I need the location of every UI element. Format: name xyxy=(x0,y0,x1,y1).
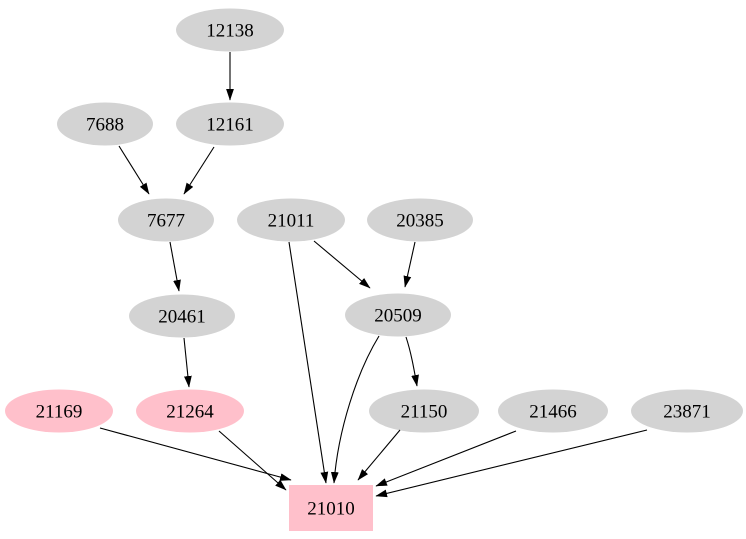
edge-23871-21010 xyxy=(375,429,648,498)
node-ellipse-shape xyxy=(367,198,473,242)
node-21466[interactable]: 21466 xyxy=(498,389,608,433)
node-ellipse-shape xyxy=(57,102,153,146)
node-ellipse-shape xyxy=(129,294,235,338)
node-box-shape xyxy=(289,485,373,531)
edge-7688-7677 xyxy=(118,145,150,195)
node-23871[interactable]: 23871 xyxy=(631,389,743,433)
node-12138[interactable]: 12138 xyxy=(176,8,284,52)
node-20509[interactable]: 20509 xyxy=(345,293,451,337)
node-label: 21466 xyxy=(529,402,577,423)
node-label: 21011 xyxy=(268,211,315,232)
node-ellipse-shape xyxy=(345,293,451,337)
edge-21264-21010 xyxy=(218,430,287,491)
node-ellipse-shape xyxy=(5,389,113,433)
edge-21011-20509 xyxy=(313,240,371,289)
node-label: 7677 xyxy=(147,211,185,232)
node-label: 7688 xyxy=(86,115,124,136)
node-label: 20509 xyxy=(374,306,422,327)
edge-21466-21010 xyxy=(375,430,517,487)
node-layer: 12138 12161 7688 7677 21011 20385 20461 20509 21… xyxy=(5,8,743,531)
node-label: 20461 xyxy=(158,307,206,328)
node-label: 20385 xyxy=(396,211,444,232)
edge-7677-20461 xyxy=(169,241,181,292)
node-20385[interactable]: 20385 xyxy=(367,198,473,242)
edge-21169-21010 xyxy=(99,427,292,481)
node-label: 12161 xyxy=(206,115,254,136)
node-label: 12138 xyxy=(206,21,254,42)
node-7677[interactable]: 7677 xyxy=(118,198,214,242)
node-7688[interactable]: 7688 xyxy=(57,102,153,146)
node-21169[interactable]: 21169 xyxy=(5,389,113,433)
node-ellipse-shape xyxy=(176,102,284,146)
node-12161[interactable]: 12161 xyxy=(176,102,284,146)
node-ellipse-shape xyxy=(237,198,345,242)
node-label: 21169 xyxy=(36,402,83,423)
node-20461[interactable]: 20461 xyxy=(129,294,235,338)
node-label: 23871 xyxy=(663,402,711,423)
edge-20509-21150 xyxy=(405,336,419,387)
node-21264[interactable]: 21264 xyxy=(136,389,244,433)
edge-20385-20509 xyxy=(403,241,416,288)
edge-20461-21264 xyxy=(183,337,192,388)
edge-21150-21010 xyxy=(357,429,401,481)
node-ellipse-shape xyxy=(631,389,743,433)
node-ellipse-shape xyxy=(369,389,479,433)
node-label: 21264 xyxy=(166,402,214,423)
edge-20509-21010 xyxy=(330,335,380,484)
edge-layer xyxy=(99,52,648,498)
node-21011[interactable]: 21011 xyxy=(237,198,345,242)
node-ellipse-shape xyxy=(498,389,608,433)
edge-12161-7677 xyxy=(183,146,215,195)
node-label: 21150 xyxy=(401,402,448,423)
node-ellipse-shape xyxy=(118,198,214,242)
node-21010[interactable]: 21010 xyxy=(289,485,373,531)
edge-21011-21010 xyxy=(288,241,329,484)
node-label: 21010 xyxy=(307,499,355,520)
node-ellipse-shape xyxy=(136,389,244,433)
node-ellipse-shape xyxy=(176,8,284,52)
node-21150[interactable]: 21150 xyxy=(369,389,479,433)
